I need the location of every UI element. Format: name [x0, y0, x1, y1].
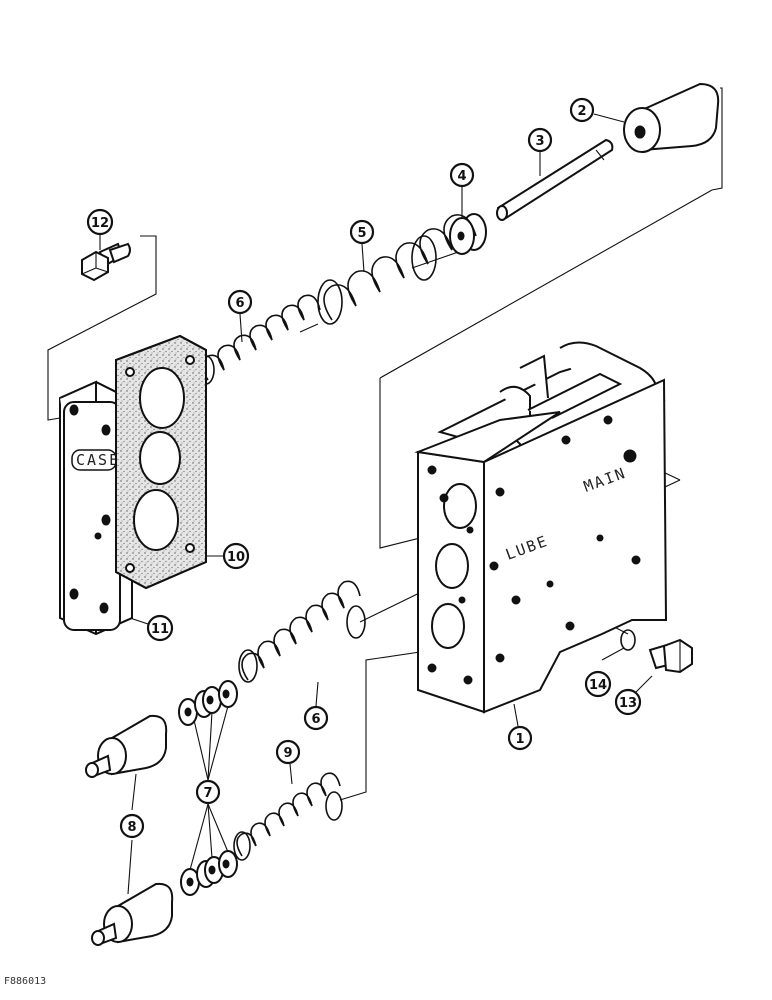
callout-12: 12	[86, 208, 114, 236]
part-13-plug	[648, 638, 693, 674]
callout-3: 3	[527, 127, 553, 153]
figure-code: F886013	[4, 976, 47, 987]
part-8-piston-lower	[91, 882, 174, 946]
svg-text:7: 7	[203, 786, 212, 801]
svg-text:12: 12	[91, 216, 109, 231]
part-7-shims-lower	[180, 850, 238, 896]
callout-10: 10	[222, 542, 250, 570]
part-6-lower-spring	[238, 580, 366, 683]
callout-5: 5	[349, 219, 375, 245]
callout-1: 1	[507, 725, 533, 751]
callout-6-upper: 6	[227, 289, 253, 315]
svg-text:1: 1	[515, 732, 524, 747]
callout-2: 2	[569, 97, 595, 123]
callout-leaders	[99, 113, 653, 895]
callout-11: 11	[146, 614, 174, 642]
svg-text:14: 14	[589, 678, 607, 693]
svg-text:8: 8	[127, 820, 136, 835]
svg-text:5: 5	[357, 226, 366, 241]
cover-badge-text: CASE	[76, 451, 120, 469]
callout-8: 8	[119, 813, 145, 839]
svg-text:4: 4	[457, 169, 466, 184]
svg-text:6: 6	[311, 712, 320, 727]
part-8-piston-upper	[85, 714, 168, 778]
svg-text:10: 10	[227, 550, 245, 565]
callout-6-lower: 6	[303, 705, 329, 731]
part-2-end-plug	[623, 82, 720, 153]
part-4-spacer	[449, 213, 487, 255]
svg-text:2: 2	[577, 104, 586, 119]
callout-7: 7	[195, 779, 221, 805]
part-6-upper-spring	[197, 294, 321, 385]
svg-text:6: 6	[235, 296, 244, 311]
callout-4: 4	[449, 162, 475, 188]
svg-text:11: 11	[151, 622, 169, 637]
part-9-spring	[233, 772, 343, 861]
part-3-pin	[496, 138, 614, 221]
part-10-gasket	[115, 334, 207, 590]
svg-text:3: 3	[535, 134, 544, 149]
part-1-valve-body: MAIN LUBE	[414, 341, 668, 714]
svg-text:9: 9	[283, 746, 292, 761]
svg-text:13: 13	[619, 696, 637, 711]
part-14-o-ring	[620, 629, 636, 651]
part-7-shims-upper	[178, 680, 238, 726]
callout-14: 14	[584, 670, 612, 698]
callout-9: 9	[275, 739, 301, 765]
part-12-cap-screw	[81, 242, 131, 282]
callout-13: 13	[614, 688, 642, 716]
